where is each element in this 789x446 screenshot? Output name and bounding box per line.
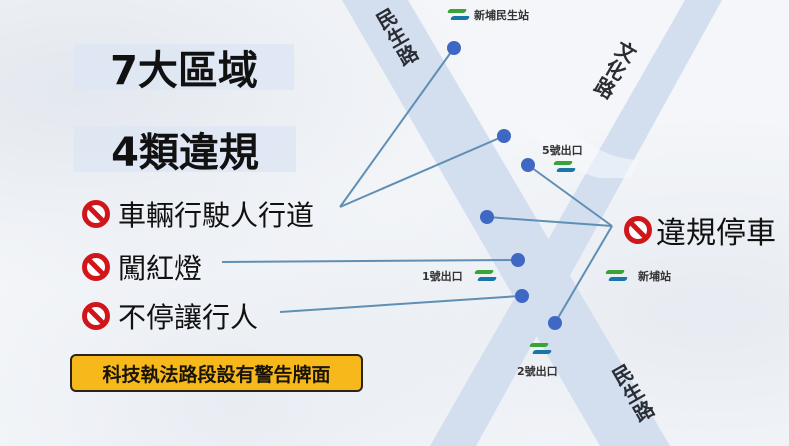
mrt-logo-icon [528, 342, 552, 356]
exit-5-label: 5號出口 [542, 144, 583, 157]
no-entry-icon [624, 216, 652, 244]
exit-5-logo [552, 160, 576, 174]
marker [480, 210, 494, 224]
marker [447, 41, 461, 55]
heading-violations-panel: 4類違規 [74, 126, 296, 176]
marker [497, 129, 511, 143]
minsheng-road [342, 0, 670, 446]
violation-label: 闖紅燈 [118, 252, 203, 285]
violation-item-parking: 違規停車 [624, 208, 776, 252]
station-xinpu-minsheng: 新埔民生站 [446, 7, 529, 23]
violation-item-red-light: 闖紅燈 [82, 247, 202, 287]
heading-violation-types: 4類違規 [111, 130, 259, 176]
heading-regions: 7大區域 [110, 48, 258, 94]
no-entry-icon [82, 253, 110, 281]
exit-2-label: 2號出口 [517, 365, 558, 378]
no-entry-icon [82, 302, 110, 330]
location-markers [447, 41, 562, 330]
marker [548, 316, 562, 330]
mrt-logo-icon [604, 269, 628, 283]
mrt-logo-icon [552, 160, 576, 174]
heading-regions-panel: 7大區域 [74, 44, 294, 94]
no-entry-icon [82, 200, 110, 228]
violation-label: 違規停車 [656, 216, 776, 251]
warning-sign-note: 科技執法路段設有警告牌面 [70, 354, 363, 392]
mrt-logo-icon [473, 269, 497, 283]
violation-item-pedestrian: 不停讓行人 [82, 296, 258, 336]
mrt-logo-icon [446, 8, 470, 22]
marker [511, 253, 525, 267]
exit-1-label: 1號出口 [422, 268, 497, 284]
station-xinpu: 新埔站 [604, 268, 671, 284]
connector-lines [221, 47, 613, 324]
exit-2-logo [528, 342, 552, 356]
marker [515, 289, 529, 303]
violation-label: 不停讓行人 [118, 301, 259, 334]
violation-item-sidewalk: 車輛行駛人行道 [82, 194, 314, 234]
marker [521, 158, 535, 172]
violation-label: 車輛行駛人行道 [118, 199, 315, 232]
